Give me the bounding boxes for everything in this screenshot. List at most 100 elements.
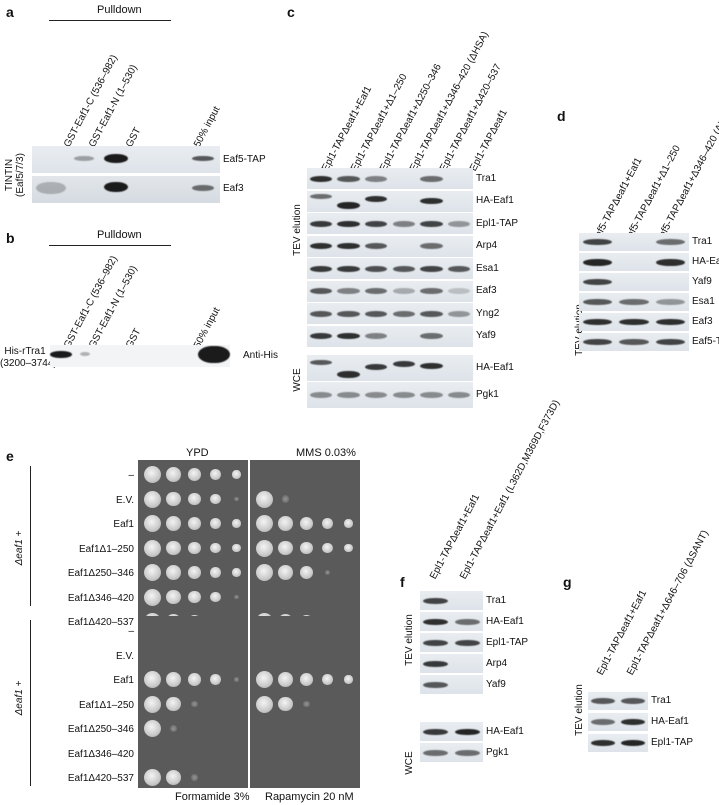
blot-strip xyxy=(579,273,689,291)
row-label: Epl1-TAP xyxy=(651,737,694,748)
blot-strip xyxy=(307,258,473,279)
colony-spot xyxy=(344,543,353,553)
colony-spot xyxy=(234,594,239,600)
colony-spot xyxy=(256,564,273,581)
colony-spot xyxy=(210,542,221,554)
blot-strip xyxy=(307,355,473,381)
row-label: Eaf3 xyxy=(692,316,713,327)
colony-spot xyxy=(144,564,161,581)
colony-spot xyxy=(256,671,273,688)
side-label-b: His-rTra1 (3200–3744) xyxy=(0,346,57,369)
panel-letter-a: a xyxy=(6,4,14,20)
pulldown-header-a: Pulldown xyxy=(97,4,142,16)
colony-spot xyxy=(300,566,313,579)
row-label: Tra1 xyxy=(476,172,497,184)
colony-spot xyxy=(188,468,201,481)
row-label: Tra1 xyxy=(651,695,672,706)
colony-spot xyxy=(256,515,273,532)
blot-strip xyxy=(307,168,473,189)
row-label: Pgk1 xyxy=(476,389,499,400)
colony-spot xyxy=(188,517,201,530)
colony-spot xyxy=(232,470,241,479)
blot-strip xyxy=(307,280,473,302)
colony-spot xyxy=(234,496,239,502)
row-label: Esa1 xyxy=(692,296,715,307)
row-label: HA-Eaf1 xyxy=(476,362,514,373)
pulldown-header-b: Pulldown xyxy=(97,229,142,241)
colony-spot xyxy=(144,720,161,737)
colony-spot xyxy=(166,672,181,687)
strain-label: E.V. xyxy=(116,494,134,506)
strain-label: Eaf1Δ250–346 xyxy=(67,724,134,735)
colony-spot xyxy=(166,589,181,605)
colony-spot xyxy=(210,518,221,529)
blot-strip xyxy=(307,382,473,408)
column-label: Epl1-TAPΔeaf1+Eaf1 (L362D,M369D,F373D) xyxy=(458,398,563,582)
row-label: HA-Eaf1 xyxy=(651,716,689,727)
row-label: HA-Eaf1 xyxy=(486,725,524,737)
strain-label: Eaf1 xyxy=(113,675,134,686)
colony-spot xyxy=(144,769,161,786)
strain-label: Eaf1Δ346–420 xyxy=(67,748,134,760)
column-label: 50% input xyxy=(192,305,223,351)
blot-strip xyxy=(50,345,230,367)
colony-spot xyxy=(166,696,181,712)
blot-strip xyxy=(588,692,648,710)
panel-letter-e: e xyxy=(6,448,14,464)
strain-label: Eaf1Δ1–250 xyxy=(78,543,134,555)
blot-strip xyxy=(307,325,473,347)
group-label-c2: WCE xyxy=(292,368,303,392)
colony-spot xyxy=(166,770,181,785)
blot-strip xyxy=(420,633,483,652)
strain-label: Eaf1Δ1–250 xyxy=(78,699,134,711)
side-label-a: TINTIN (Eaf5/7/3) xyxy=(4,153,26,197)
plate-footer-rapamycin: Rapamycin 20 nM xyxy=(265,791,354,803)
colony-spot xyxy=(166,491,181,507)
row-label: HA-Eaf1 xyxy=(692,256,719,267)
plate-header-mms: MMS 0.03% xyxy=(296,447,356,459)
blot-strip xyxy=(420,612,483,631)
blot-strip xyxy=(579,253,689,271)
colony-spot xyxy=(234,677,239,682)
blot-strip xyxy=(307,213,473,234)
colony-spot xyxy=(144,515,161,532)
colony-spot xyxy=(278,672,293,687)
colony-spot xyxy=(232,568,241,577)
bracket-top xyxy=(30,466,31,606)
strain-label: Eaf1Δ250–346 xyxy=(67,568,134,579)
colony-spot xyxy=(210,567,221,578)
spot-plate-mms xyxy=(250,460,360,632)
colony-spot xyxy=(191,700,198,708)
strain-label: Eaf1Δ346–420 xyxy=(67,592,134,604)
colony-spot xyxy=(232,543,241,553)
side-label-e-top: Δeaf1 + xyxy=(14,530,25,566)
colony-spot xyxy=(278,565,293,580)
group-label-f1: TEV elution xyxy=(404,614,415,666)
colony-spot xyxy=(210,591,221,603)
panel-letter-f: f xyxy=(400,574,405,590)
row-label: Eaf3 xyxy=(476,285,497,296)
blot-strip xyxy=(420,722,483,741)
blot-strip xyxy=(307,190,473,212)
colony-spot xyxy=(324,569,331,576)
colony-spot xyxy=(210,493,221,505)
column-label: Epl1-TAPΔeaf1+Eaf1 xyxy=(320,84,375,174)
colony-spot xyxy=(188,590,201,604)
blot-strip xyxy=(32,146,220,173)
colony-spot xyxy=(278,696,293,712)
row-label: Tra1 xyxy=(692,236,713,247)
colony-spot xyxy=(278,540,293,556)
group-label-f2: WCE xyxy=(404,751,415,775)
colony-spot xyxy=(144,588,161,606)
strain-label: – xyxy=(128,626,134,637)
panel-letter-b: b xyxy=(6,230,15,246)
colony-spot xyxy=(256,490,273,508)
blot-strip xyxy=(307,235,473,257)
row-label: Eaf5-TAP xyxy=(692,336,719,347)
row-label: Arp4 xyxy=(476,240,498,251)
colony-spot xyxy=(169,724,178,733)
panel-letter-d: d xyxy=(557,108,566,124)
colony-spot xyxy=(210,674,221,685)
colony-spot xyxy=(344,675,353,684)
blot-strip xyxy=(588,713,648,731)
